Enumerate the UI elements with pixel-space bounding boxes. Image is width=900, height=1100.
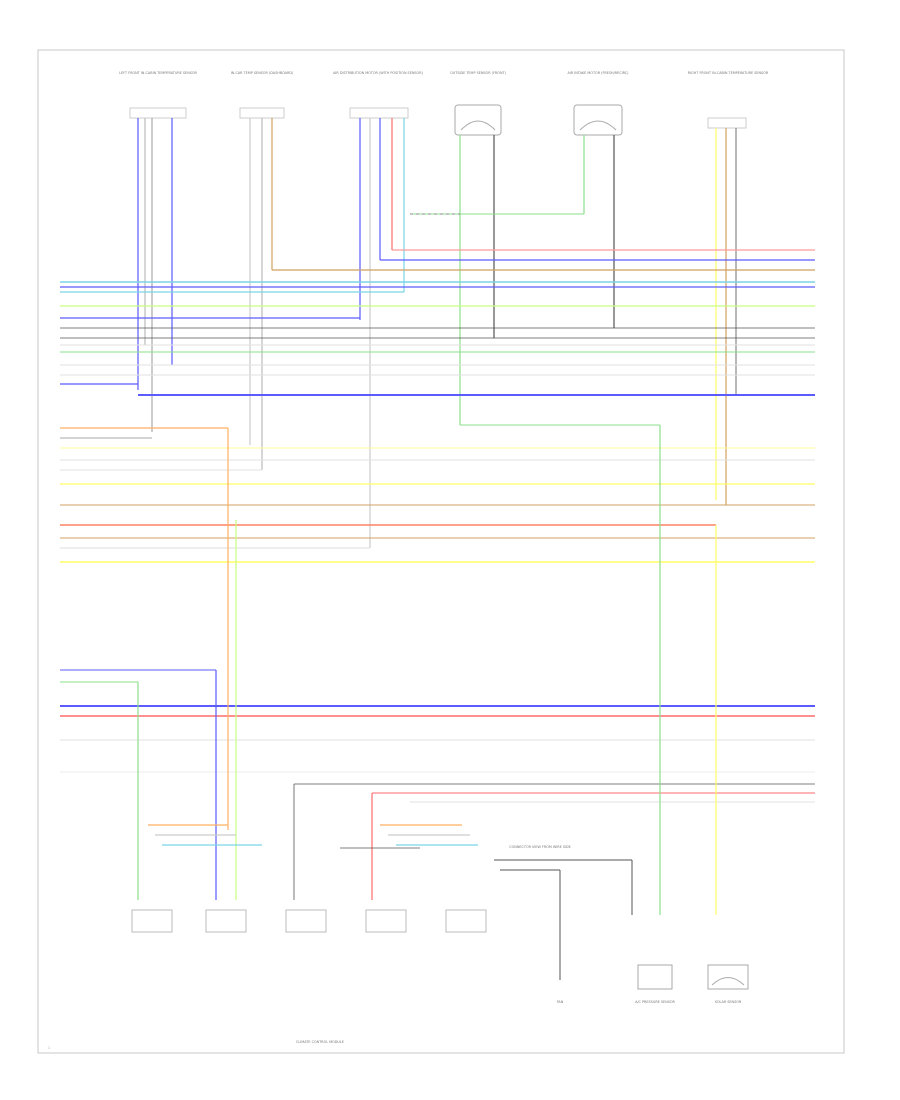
connector-note: CONNECTOR VIEW FROM WIRE SIDE — [509, 845, 571, 849]
bottom-components: FAN A/C PRESSURE SENSOR SOLAR SENSOR — [557, 964, 749, 1004]
component-caption: AIR INTAKE MOTOR (FRESH/RECIRC) — [568, 71, 630, 75]
top-wire-drops — [137, 118, 737, 548]
diagram-frame — [37, 49, 845, 1054]
module-connector-1[interactable] — [131, 909, 173, 933]
component-caption: FAN — [557, 1000, 564, 1004]
bottom-component-ac-sensor[interactable]: A/C PRESSURE SENSOR — [635, 964, 676, 1004]
module-connector-2[interactable] — [205, 909, 247, 933]
module-wire-drops — [137, 425, 717, 980]
bus-wires — [60, 213, 815, 803]
component-caption: SOLAR SENSOR — [715, 1000, 742, 1004]
component-caption: OUTSIDE TEMP SENSOR (FRONT) — [450, 71, 506, 75]
module-connector-3[interactable] — [285, 909, 327, 933]
top-components: LEFT FRONT IN-CABIN TEMPERATURE SENSOR I… — [119, 71, 769, 136]
top-component-1[interactable]: LEFT FRONT IN-CABIN TEMPERATURE SENSOR — [119, 71, 198, 119]
component-caption: AIR DISTRIBUTION MOTOR (WITH POSITION SE… — [333, 71, 423, 75]
component-caption: RIGHT FRONT IN-CABIN TEMPERATURE SENSOR — [688, 71, 769, 75]
top-component-5[interactable]: AIR INTAKE MOTOR (FRESH/RECIRC) — [568, 71, 630, 136]
top-component-6[interactable]: RIGHT FRONT IN-CABIN TEMPERATURE SENSOR — [688, 71, 769, 129]
component-caption: A/C PRESSURE SENSOR — [635, 1000, 675, 1004]
module-caption: CLIMATE CONTROL MODULE — [296, 1040, 344, 1044]
module-connectors — [131, 909, 487, 933]
component-caption: IN-CAR TEMP SENSOR (DASHBOARD) — [231, 71, 294, 75]
module-connector-4[interactable] — [365, 909, 407, 933]
top-component-2[interactable]: IN-CAR TEMP SENSOR (DASHBOARD) — [231, 71, 294, 119]
module-connector-5[interactable] — [445, 909, 487, 933]
top-component-4[interactable]: OUTSIDE TEMP SENSOR (FRONT) — [450, 71, 507, 136]
bottom-component-fan[interactable]: FAN — [557, 1000, 564, 1004]
page-mark: 1 — [48, 1046, 50, 1050]
component-caption: LEFT FRONT IN-CABIN TEMPERATURE SENSOR — [119, 71, 197, 75]
bottom-component-solar-sensor[interactable]: SOLAR SENSOR — [707, 964, 749, 1004]
top-component-3[interactable]: AIR DISTRIBUTION MOTOR (WITH POSITION SE… — [333, 71, 424, 119]
